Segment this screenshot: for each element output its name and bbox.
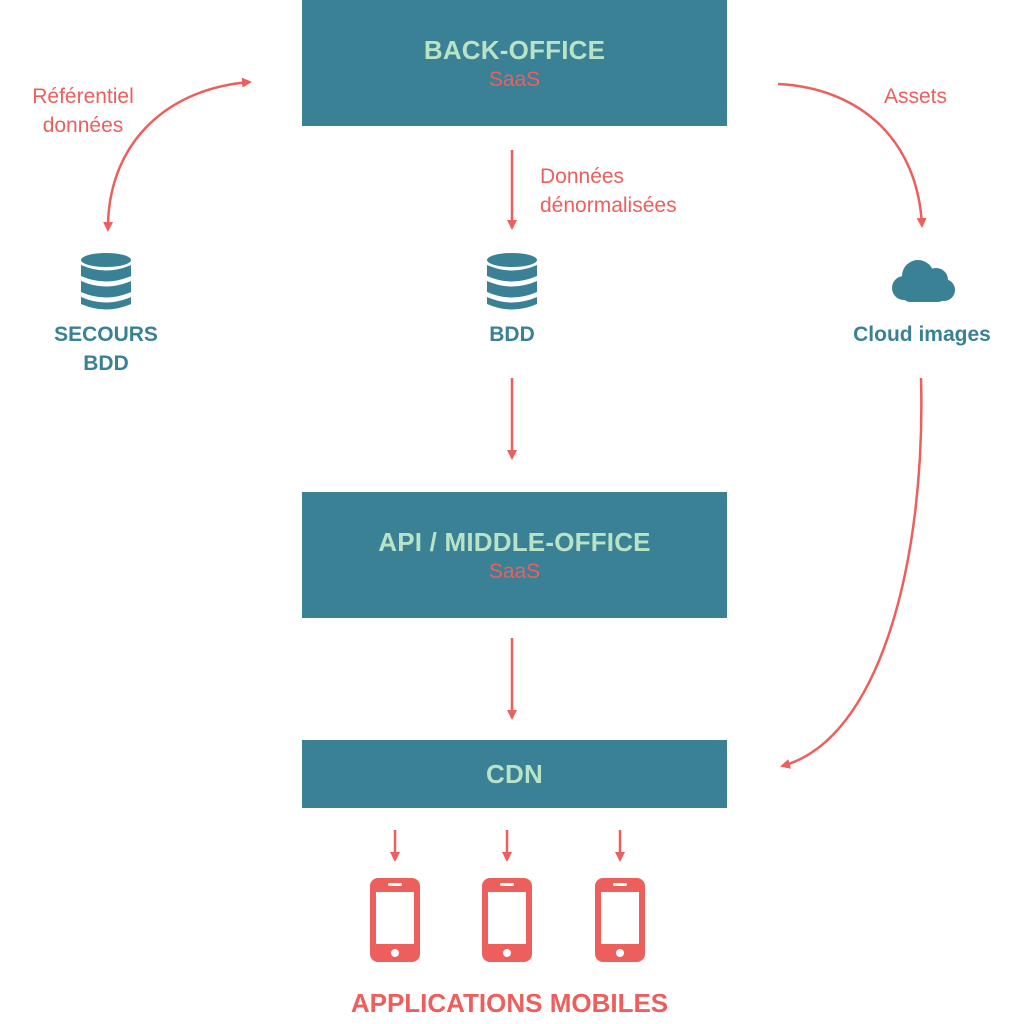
smartphone-icon: [482, 878, 532, 962]
secours-bdd-label: SECOURS BDD: [54, 323, 158, 375]
api-title: API / MIDDLE-OFFICE: [378, 526, 651, 557]
cdn-box: CDN: [302, 740, 727, 808]
api-box: API / MIDDLE-OFFICE SaaS: [302, 492, 727, 618]
api-subtitle: SaaS: [488, 559, 541, 583]
applications-mobiles-label: APPLICATIONS MOBILES: [350, 988, 669, 1018]
database-icon: [81, 253, 131, 310]
assets-label: Assets: [884, 85, 948, 108]
arrow-assets: [777, 82, 927, 228]
back-office-subtitle: SaaS: [488, 67, 541, 91]
back-office-box: BACK-OFFICE SaaS: [302, 0, 727, 126]
smartphone-icon: [595, 878, 645, 962]
database-icon: [487, 253, 537, 310]
bdd-label: BDD: [489, 323, 535, 346]
referentiel-label: Référentiel données: [32, 85, 134, 137]
arrow-referentiel: [103, 77, 252, 232]
cloud-icon: [892, 260, 955, 302]
donnees-label: Données dénormalisées: [540, 165, 677, 217]
smartphone-icon: [370, 878, 420, 962]
cdn-title: CDN: [486, 758, 543, 789]
cloud-images-label: Cloud images: [853, 323, 991, 346]
back-office-title: BACK-OFFICE: [423, 34, 606, 65]
arrow-cloud-cdn: [780, 377, 923, 769]
